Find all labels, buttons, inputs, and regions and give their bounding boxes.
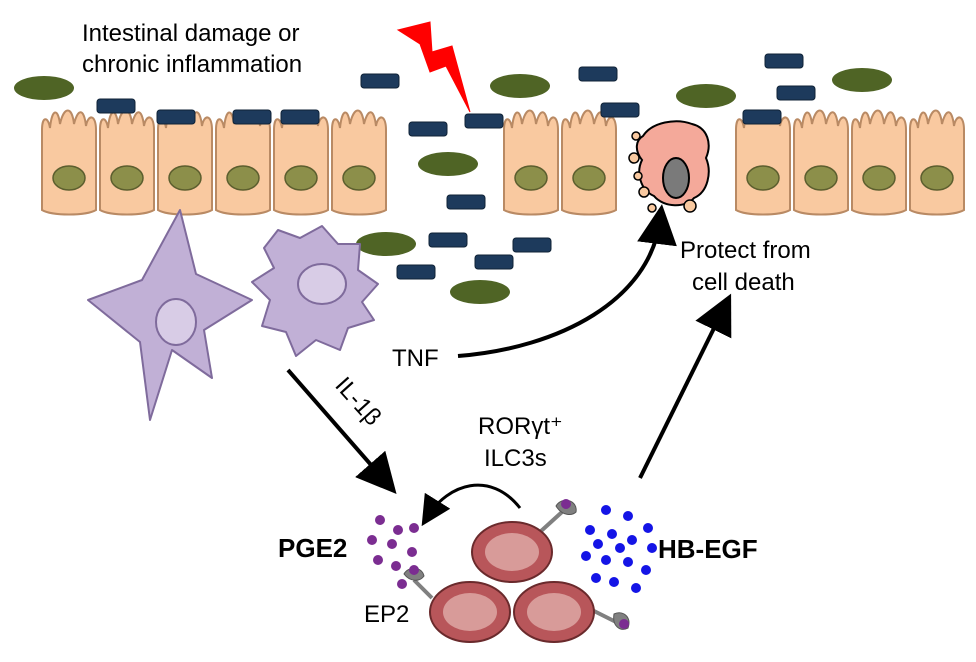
rod-bacterium — [474, 254, 514, 270]
rod-bacterium — [428, 232, 468, 248]
ilc3-cell — [471, 499, 577, 583]
epithelial-cell — [735, 109, 791, 216]
macrophage — [251, 225, 379, 357]
epithelial-nucleus — [862, 165, 896, 191]
epithelial-cell — [273, 109, 329, 216]
pge2-dot — [391, 561, 401, 571]
epithelial-nucleus — [284, 165, 318, 191]
il1b-arrow — [286, 368, 397, 495]
pge2-dot — [387, 539, 397, 549]
epithelial-nucleus — [342, 165, 376, 191]
epithelial-nucleus — [168, 165, 202, 191]
protect-label-line2: cell death — [692, 269, 795, 296]
pge2-label: PGE2 — [278, 533, 347, 563]
commensal-bacterium — [418, 152, 478, 176]
hbegf-dot — [623, 557, 633, 567]
hbegf-molecules — [581, 505, 657, 593]
commensal-bacterium — [676, 84, 736, 108]
rod-bacterium — [360, 73, 400, 89]
rod-bacterium — [512, 237, 552, 253]
commensal-bacterium — [450, 280, 510, 304]
pge2-dot — [373, 555, 383, 565]
ilc3-to-pge2-arrow — [421, 483, 522, 527]
epithelial-cell — [215, 109, 271, 216]
commensal-bacterium — [356, 232, 416, 256]
epithelial-cell — [157, 109, 213, 216]
hbegf-dot — [591, 573, 601, 583]
damage-label-line1: Intestinal damage or — [82, 20, 299, 47]
commensal-bacterium — [832, 68, 892, 92]
hbegf-arrow — [638, 293, 732, 479]
epithelial-nucleus — [746, 165, 780, 191]
hbegf-dot — [647, 543, 657, 553]
epithelial-cell — [331, 109, 387, 216]
ilc3-cell — [403, 565, 511, 643]
ilc3-cell — [513, 581, 630, 643]
hbegf-dot — [593, 539, 603, 549]
pge2-dot — [393, 525, 403, 535]
hbegf-dot — [641, 565, 651, 575]
pge2-dot — [407, 547, 417, 557]
protect-label-line1: Protect from — [680, 237, 811, 264]
epithelial-cell — [561, 109, 617, 216]
epithelial-nucleus — [514, 165, 548, 191]
pge2-dot — [397, 579, 407, 589]
hbegf-dot — [609, 577, 619, 587]
epithelial-nucleus — [920, 165, 954, 191]
ilc3-label-line1: RORγt⁺ — [478, 413, 563, 440]
hbegf-label: HB-EGF — [658, 534, 758, 564]
rod-bacterium — [600, 102, 640, 118]
damage-lightning-icon — [396, 21, 471, 113]
epithelial-cell — [99, 109, 155, 216]
epithelial-cell — [793, 109, 849, 216]
rod-bacterium — [408, 121, 448, 137]
rod-bacterium — [156, 109, 196, 125]
rod-bacterium — [232, 109, 272, 125]
hbegf-dot — [601, 555, 611, 565]
pge2-dot — [367, 535, 377, 545]
rod-bacterium — [280, 109, 320, 125]
rod-bacterium — [464, 113, 504, 129]
epithelial-cell — [909, 109, 965, 216]
hbegf-dot — [585, 525, 595, 535]
tnf-label: TNF — [392, 345, 439, 372]
rod-bacterium — [446, 194, 486, 210]
epithelial-nucleus — [226, 165, 260, 191]
dendritic-cell — [87, 209, 253, 421]
pge2-dot — [409, 523, 419, 533]
microbiota — [14, 53, 892, 304]
epithelial-cell — [851, 109, 907, 216]
commensal-bacterium — [490, 74, 550, 98]
rod-bacterium — [742, 109, 782, 125]
epithelial-nucleus — [110, 165, 144, 191]
ep2-label: EP2 — [364, 601, 409, 628]
rod-bacterium — [776, 85, 816, 101]
rod-bacterium — [396, 264, 436, 280]
damage-label-line2: chronic inflammation — [82, 51, 302, 78]
epithelial-nucleus — [572, 165, 606, 191]
hbegf-dot — [601, 505, 611, 515]
pge2-dot — [375, 515, 385, 525]
hbegf-dot — [581, 551, 591, 561]
il1b-label: IL-1β — [330, 372, 387, 431]
epithelial-nucleus — [52, 165, 86, 191]
dying-epithelial-cell — [628, 120, 710, 213]
hbegf-dot — [643, 523, 653, 533]
rod-bacterium — [96, 98, 136, 114]
ilc3-label-line2: ILC3s — [484, 445, 547, 472]
rod-bacterium — [764, 53, 804, 69]
epithelial-cell — [503, 109, 559, 216]
commensal-bacterium — [14, 76, 74, 100]
rod-bacterium — [578, 66, 618, 82]
hbegf-dot — [615, 543, 625, 553]
hbegf-dot — [627, 535, 637, 545]
intestinal-epithelium — [41, 109, 965, 216]
hbegf-dot — [631, 583, 641, 593]
tnf-arrow — [457, 204, 677, 358]
hbegf-dot — [607, 529, 617, 539]
epithelial-nucleus — [804, 165, 838, 191]
hbegf-dot — [623, 511, 633, 521]
epithelial-cell — [41, 109, 97, 216]
